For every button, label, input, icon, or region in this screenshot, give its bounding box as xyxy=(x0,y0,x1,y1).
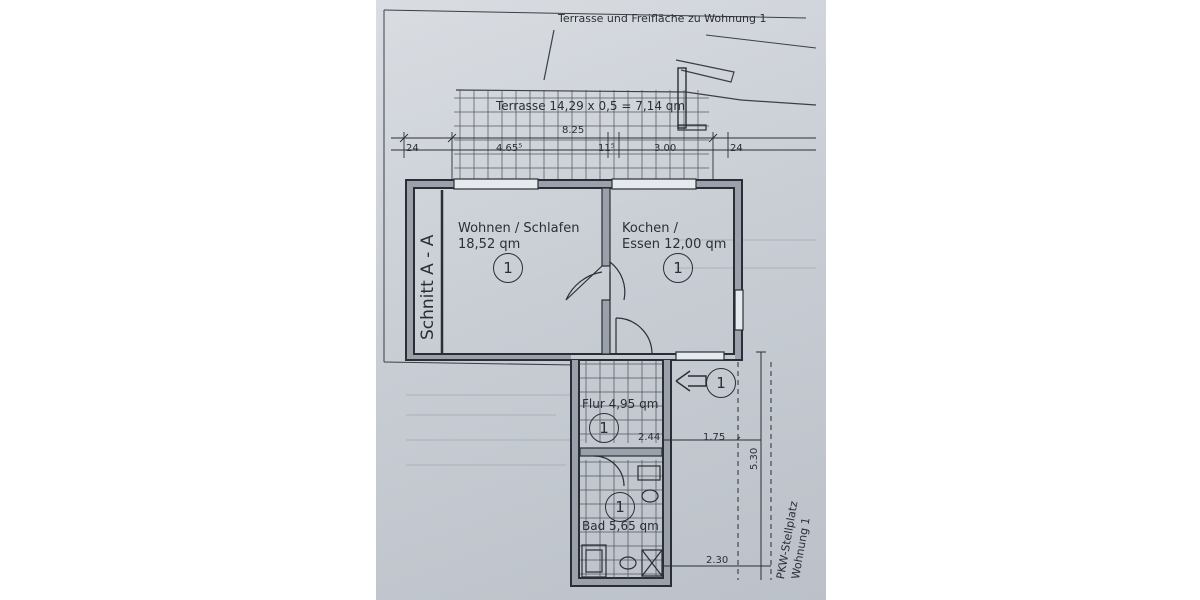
room-wohnen-line1: Wohnen / Schlafen xyxy=(458,221,580,236)
section-label: Schnitt A - A xyxy=(418,234,438,340)
dim-parking-length: 5.30 xyxy=(749,447,760,470)
dim-left-edge: 24 xyxy=(406,143,419,154)
unit-marker-wohnen: 1 xyxy=(493,253,523,283)
unit-marker-bad: 1 xyxy=(605,492,635,522)
dim-flur-width: 2.44 xyxy=(638,432,661,443)
dim-top-total: 8.25 xyxy=(562,125,585,136)
floor-plan-drawing xyxy=(383,9,817,587)
room-flur-label: Flur 4,95 qm xyxy=(582,397,659,411)
top-dimension-lines xyxy=(391,132,816,185)
unit-marker-flur: 1 xyxy=(589,413,619,443)
paper-show-through xyxy=(406,239,816,466)
dim-seg-a: 4.65⁵ xyxy=(496,143,523,154)
floor-plan-photo: Terrasse und Freifläche zu Wohnung 1 Ter… xyxy=(376,0,826,600)
terrace-note: Terrasse und Freifläche zu Wohnung 1 xyxy=(558,12,767,25)
room-kochen-line2: Essen 12,00 qm xyxy=(622,237,727,252)
unit-marker-kochen: 1 xyxy=(663,253,693,283)
dim-parking-width: 1.75 xyxy=(703,432,726,443)
room-kochen-line1: Kochen / xyxy=(622,221,678,236)
unit-marker-entrance: 1 xyxy=(706,368,736,398)
terrace-tiles xyxy=(454,90,709,180)
dim-seg-c: 3.00 xyxy=(654,143,677,154)
parking-outline xyxy=(737,362,772,580)
dim-parking-bottom: 2.30 xyxy=(706,555,729,566)
terrace-area-label: Terrasse 14,29 x 0,5 = 7,14 qm xyxy=(496,99,686,113)
dim-seg-b: 11⁵ xyxy=(598,143,615,154)
dim-right-edge: 24 xyxy=(730,143,743,154)
room-bad-label: Bad 5,65 qm xyxy=(582,519,659,533)
room-wohnen-line2: 18,52 qm xyxy=(458,237,521,252)
